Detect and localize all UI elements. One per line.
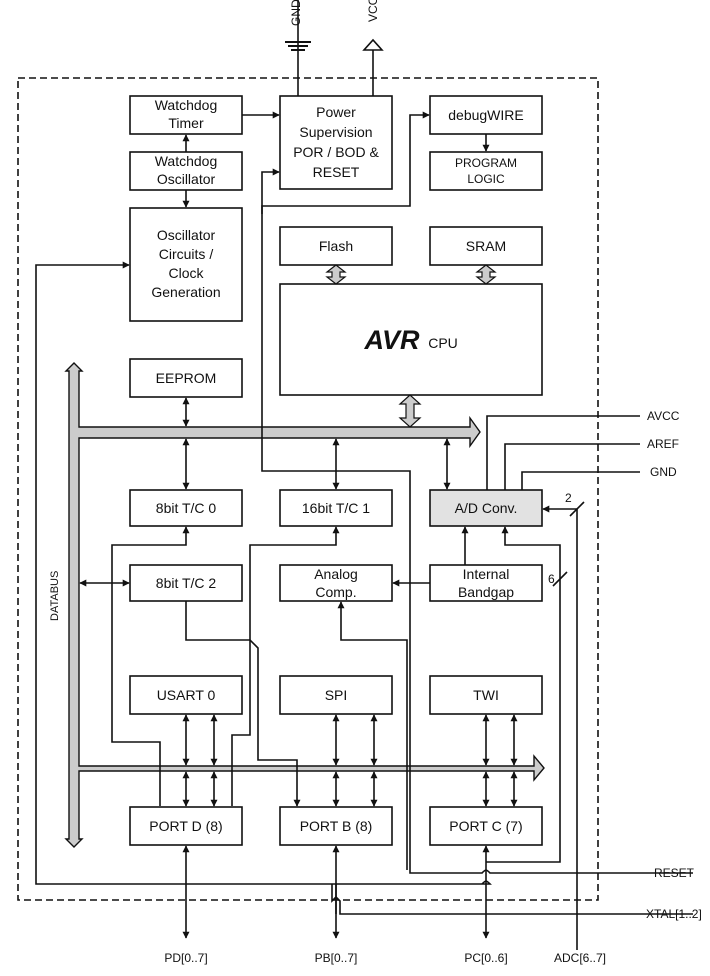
cpu-databus-link [398,394,422,428]
svg-text:Flash: Flash [319,238,353,254]
power-supervision-block: Power Supervision POR / BOD & RESET [279,95,393,190]
twi-block: TWI [429,675,543,715]
vcc-top-label: VCC [366,0,380,22]
debugwire-block: debugWIRE [429,95,543,135]
reset-label: RESET [654,866,695,880]
tc1-block: 16bit T/C 1 [279,489,393,527]
avcc-label: AVCC [647,409,680,423]
svg-text:PROGRAM: PROGRAM [455,156,517,170]
svg-text:PORT B (8): PORT B (8) [300,818,373,834]
usart-block: USART 0 [129,675,243,715]
pd-label: PD[0..7] [164,951,207,965]
cpu-label: CPU [428,335,458,351]
gnd-pin: GND [285,0,311,96]
analog-comp-block: Analog Comp. [279,564,393,602]
spi-block: SPI [279,675,393,715]
portb-block: PORT B (8) [279,806,393,846]
adc67-width: 2 [565,491,572,505]
svg-text:8bit T/C 0: 8bit T/C 0 [156,500,217,516]
svg-text:Generation: Generation [151,284,220,300]
adc67-bus-tick [569,501,585,517]
svg-text:SRAM: SRAM [466,238,506,254]
svg-text:Analog: Analog [314,566,358,582]
flash-cpu-bus [325,264,347,285]
svg-text:Supervision: Supervision [299,124,372,140]
svg-text:Circuits /: Circuits / [159,246,214,262]
aref-label: AREF [647,437,679,451]
tc2-block: 8bit T/C 2 [129,564,243,602]
svg-text:Internal: Internal [463,566,510,582]
adc-mux-line [486,526,561,863]
databus-label: DATABUS [49,571,61,621]
svg-text:Oscillator: Oscillator [157,227,216,243]
svg-text:Power: Power [316,104,356,120]
portd-block: PORT D (8) [129,806,243,846]
svg-text:TWI: TWI [473,687,499,703]
cpu-block: AVR CPU [279,283,543,396]
tc2-port-link [185,601,301,807]
pb-label: PB[0..7] [315,951,358,965]
chip-boundary [17,77,599,901]
vcc-pin: VCC [362,0,384,96]
gnd-top-label: GND [289,0,303,26]
svg-text:8bit T/C 2: 8bit T/C 2 [156,575,217,591]
comp-input-line [337,601,408,870]
svg-text:A/D Conv.: A/D Conv. [455,500,518,516]
oscillator-block: Oscillator Circuits / Clock Generation [129,207,243,322]
svg-text:RESET: RESET [313,164,360,180]
svg-text:Watchdog: Watchdog [155,153,218,169]
svg-text:Clock: Clock [168,265,204,281]
svg-text:PORT D (8): PORT D (8) [149,818,222,834]
svg-text:EEPROM: EEPROM [156,370,217,386]
svg-text:USART 0: USART 0 [157,687,216,703]
avcc-line [486,415,640,490]
portc-block: PORT C (7) [429,806,543,846]
svg-text:PORT C (7): PORT C (7) [449,818,522,834]
svg-text:Watchdog: Watchdog [155,97,218,113]
svg-text:LOGIC: LOGIC [467,172,505,186]
svg-text:Comp.: Comp. [315,584,356,600]
svg-text:Timer: Timer [168,115,204,131]
xtal-label: XTAL[1..2] [646,907,702,921]
svg-text:16bit T/C 1: 16bit T/C 1 [302,500,370,516]
sram-block: SRAM [429,226,543,266]
tc0-port-link [111,526,190,806]
adc-block: A/D Conv. [429,489,543,527]
svg-text:Oscillator: Oscillator [157,171,216,187]
avr-logo: AVR [363,325,420,355]
gnd-line [521,471,640,490]
pc-label: PC[0..6] [464,951,507,965]
adc-mux-bus-tick [552,571,568,587]
flash-block: Flash [279,226,393,266]
eeprom-block: EEPROM [129,358,243,398]
watchdog-oscillator-block: Watchdog Oscillator [129,151,243,191]
gnd-label: GND [650,465,677,479]
databus: DATABUS [49,362,545,848]
aref-line [504,443,640,490]
svg-text:debugWIRE: debugWIRE [448,107,523,123]
adc-pins-label: ADC[6..7] [554,951,606,965]
svg-text:Bandgap: Bandgap [458,584,514,600]
tc0-block: 8bit T/C 0 [129,489,243,527]
sram-cpu-bus [475,264,497,285]
program-logic-block: PROGRAM LOGIC [429,151,543,191]
watchdog-timer-block: Watchdog Timer [129,95,243,135]
svg-text:POR / BOD &: POR / BOD & [293,144,379,160]
svg-text:SPI: SPI [325,687,348,703]
bandgap-block: Internal Bandgap [429,564,543,602]
adc-mux-width: 6 [548,572,555,586]
